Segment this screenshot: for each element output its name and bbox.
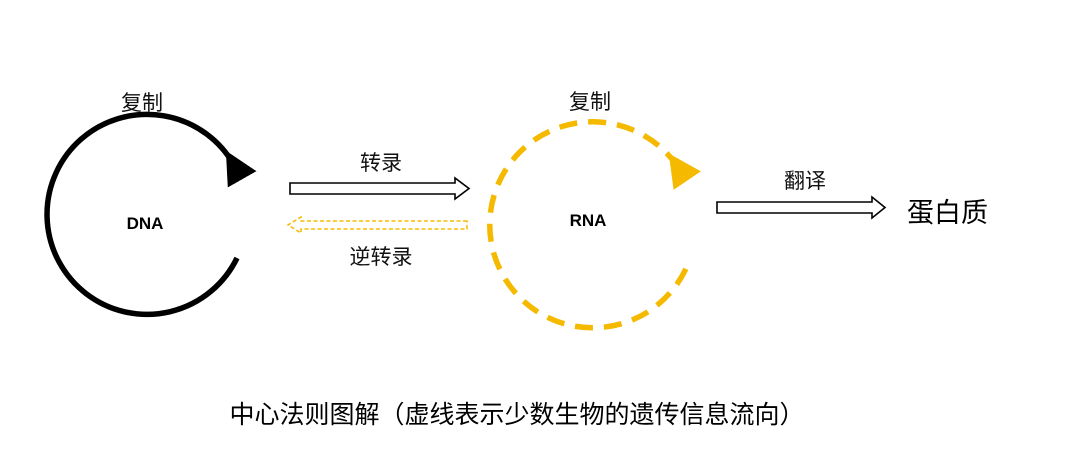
reverse-transcription-arrow [286, 215, 468, 235]
reverse-transcription-label: 逆转录 [350, 245, 413, 269]
dna-replication-label: 复制 [121, 91, 163, 115]
protein-node-label: 蛋白质 [907, 198, 988, 229]
transcription-label: 转录 [360, 151, 402, 175]
translation-label: 翻译 [784, 169, 826, 193]
dna-replication-cycle-arrow [44, 111, 257, 318]
rna-replication-label: 复制 [569, 90, 611, 114]
transcription-arrow [289, 176, 471, 201]
rna-node-label: RNA [570, 211, 607, 230]
diagram-caption: 中心法则图解（虚线表示少数生物的遗传信息流向） [229, 400, 804, 429]
translation-arrow [716, 195, 887, 220]
dna-node-label: DNA [127, 214, 164, 233]
rna-replication-cycle-arrow [487, 119, 701, 331]
